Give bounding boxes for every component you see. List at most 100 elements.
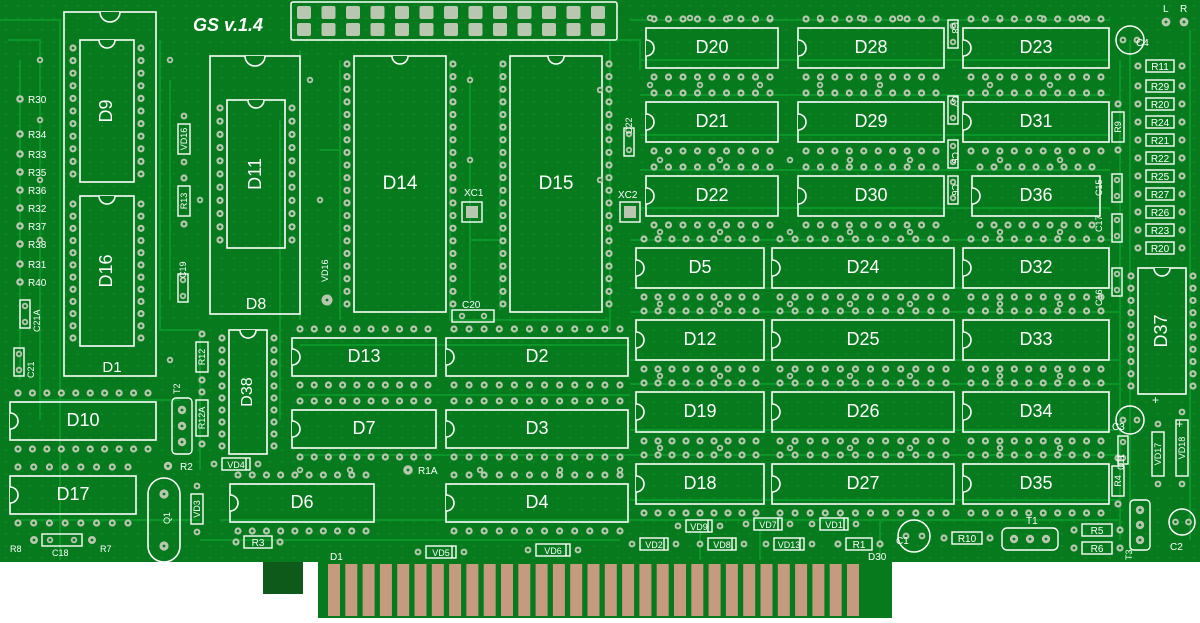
pad-hole: [1041, 381, 1045, 385]
pad-hole: [482, 399, 486, 403]
pad-hole: [642, 511, 646, 515]
pad-hole: [984, 237, 987, 241]
pad-hole: [652, 223, 656, 227]
pad-hole: [1136, 120, 1140, 124]
pad-hole: [1085, 75, 1088, 79]
pad-hole: [869, 439, 872, 443]
pad-hole: [588, 473, 592, 477]
pad-hole: [71, 275, 75, 279]
pad-hole: [1041, 309, 1045, 313]
pad-hole: [341, 455, 345, 459]
pad-hole: [71, 84, 75, 88]
chip-label: D12: [683, 329, 716, 349]
pad-hole: [969, 237, 973, 241]
label-r2: R2: [180, 462, 193, 473]
chip-notch: [635, 331, 645, 349]
pad-hole: [1138, 523, 1142, 527]
pad-hole: [345, 87, 349, 91]
pad-hole: [345, 277, 349, 281]
pad-hole: [712, 237, 716, 241]
pad-hole: [848, 446, 852, 450]
pad-hole: [899, 367, 903, 371]
pad-hole: [467, 473, 471, 477]
resistor-r25: R25: [1134, 169, 1186, 183]
label-xc1: XC1: [464, 188, 484, 199]
diode-label: VD4: [227, 460, 245, 470]
pad-hole: [272, 420, 276, 424]
pad-hole: [788, 446, 792, 450]
pad-hole: [31, 391, 34, 395]
pad-hole: [1136, 174, 1140, 178]
diode-body: [1151, 431, 1165, 477]
pad-hole: [63, 521, 67, 525]
pad-hole: [884, 309, 888, 313]
label-r31: R31: [28, 260, 47, 271]
pad-hole: [848, 230, 852, 234]
pad-hole: [272, 396, 276, 400]
pad-hole: [482, 327, 486, 331]
gold-finger: [847, 564, 859, 616]
pad-hole: [1136, 156, 1140, 160]
pad-hole: [497, 455, 501, 459]
header-pin: [493, 6, 507, 19]
header-pin: [444, 23, 458, 36]
resistor-r1: R1: [834, 537, 884, 551]
header-pin: [346, 23, 360, 36]
diode-vd8: VD8: [696, 537, 748, 551]
pad-hole: [383, 455, 387, 459]
pad-hole: [642, 439, 646, 443]
pad-hole: [526, 548, 530, 552]
chip-notch: [771, 475, 781, 493]
resistor-body: [1145, 115, 1175, 129]
cap-label: C11: [1116, 454, 1126, 470]
pad-hole: [688, 16, 692, 20]
gold-finger: [829, 564, 842, 616]
pad-hole: [768, 75, 772, 79]
gold-finger: [518, 564, 531, 616]
chip-label: D21: [695, 111, 728, 131]
pad-hole: [778, 511, 782, 515]
pad-hole: [17, 352, 21, 356]
testpoint-pad: [466, 206, 478, 218]
pad-hole: [110, 465, 114, 469]
pad-hole: [744, 522, 748, 526]
pad-hole: [684, 511, 688, 515]
pad-hole: [658, 302, 662, 306]
chip-label: D10: [66, 410, 99, 430]
pad-hole: [468, 158, 472, 162]
pad-hole: [869, 309, 872, 313]
pad-hole: [823, 453, 827, 457]
pad-hole: [598, 88, 602, 92]
pad-hole: [667, 223, 670, 227]
diode-label: VD17: [1153, 443, 1163, 466]
pad-hole: [18, 242, 22, 246]
pad-hole: [23, 320, 27, 324]
label-r37: R37: [28, 222, 47, 233]
pad-hole: [16, 447, 20, 451]
pad-hole: [451, 201, 455, 205]
pad-hole: [984, 295, 987, 299]
pad-hole: [905, 17, 909, 21]
pad-hole: [848, 158, 852, 162]
pad-hole: [838, 453, 842, 457]
pad-hole: [74, 391, 78, 395]
pad-hole: [778, 295, 782, 299]
pad-hole: [725, 75, 728, 79]
pad-hole: [884, 295, 888, 299]
pad-hole: [218, 225, 222, 229]
pad-hole: [218, 199, 222, 202]
pad-hole: [369, 399, 373, 403]
label-r38: R38: [28, 240, 47, 251]
pad-hole: [823, 309, 827, 313]
gold-finger: [656, 564, 669, 616]
crystal-outline: [147, 477, 181, 563]
diode-vd18: VD18: [1175, 408, 1189, 488]
pad-hole: [754, 295, 758, 299]
diode-body: [819, 517, 849, 531]
capacitor-c7: C7: [947, 95, 960, 125]
pad-hole: [607, 75, 611, 79]
pad-hole: [345, 75, 349, 79]
label-plus: +: [1152, 393, 1159, 407]
pad-hole: [984, 453, 987, 457]
pad-hole: [1012, 237, 1016, 241]
